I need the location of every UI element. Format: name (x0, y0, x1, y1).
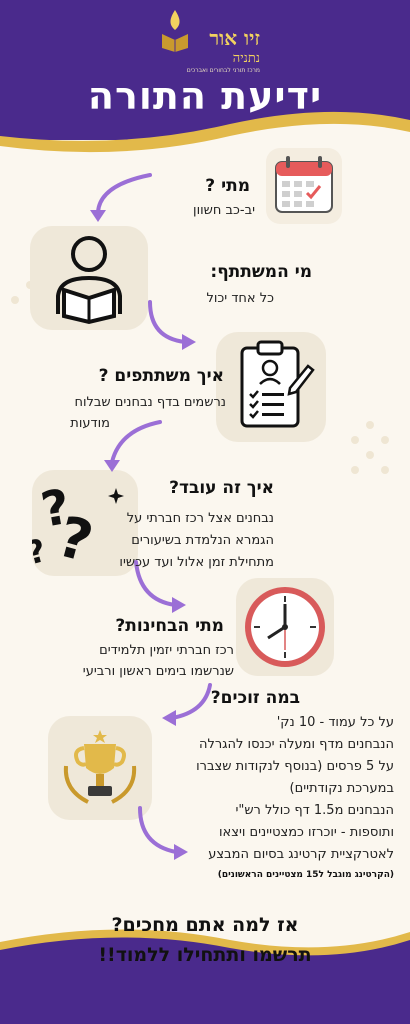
section-when-heading: מתי ? (205, 176, 250, 196)
section-exam-time-line-1: רכז חברתי יזמין תלמידים (99, 643, 234, 658)
section-prizes-line-6: ותוספות - יוכרזו כמצטיינים ויצאו (219, 825, 394, 840)
section-who-heading: מי המשתתף: (210, 262, 312, 282)
person-reading-icon (56, 236, 122, 325)
footer-background (0, 929, 410, 1024)
clipboard-icon (240, 340, 315, 428)
clipboard-card (216, 332, 326, 442)
arrow-6 (138, 806, 178, 854)
section-prizes-heading: במה זוכים? (210, 688, 300, 708)
section-prizes-line-4: במערכת נקודתיים) (289, 781, 395, 796)
section-how-join-heading: איך משתתפים ? (98, 366, 224, 386)
section-how-works-line-1: נבחנים אצל רכז חברתי על (126, 511, 274, 526)
section-prizes-line-1: על כל עמוד - 10 נק' (276, 715, 394, 730)
arrow-4 (134, 560, 177, 607)
reader-card (30, 226, 148, 330)
page-title: ידיעת התורה (87, 74, 323, 118)
connector-arrows (90, 173, 212, 860)
arrow-5 (170, 683, 212, 720)
cta-line-1: אז למה אתם מחכים? (111, 914, 299, 936)
calendar-icon (275, 156, 333, 213)
arrow-3 (110, 420, 162, 464)
section-how-works-line-2: הגמרא הנלמדת בשיעורים (131, 533, 274, 548)
section-prizes-line-5: הנבחנים מ1.5 דף כולל רש"י (235, 803, 394, 818)
section-how-works-heading: איך זה עובד? (169, 478, 274, 498)
clock-icon (245, 587, 325, 667)
section-how-join-line-1: נרשמים בדף נבחנים שבלוח (74, 395, 226, 410)
section-how-works-line-3: מתחילת זמן אלול ועד עכשיו (119, 555, 274, 570)
calendar-card (266, 148, 342, 224)
logo-name: זיו אור (209, 26, 260, 50)
section-prizes-line-2: הנבחנים מדף ומעלה יכנסו להגרלה (198, 737, 394, 752)
section-prizes-line-3: על 5 פרסים (בנוסף לנקודות שצברו (196, 759, 394, 774)
arrow-1 (96, 173, 152, 214)
logo: זיו אור נתניה מרכז תורני לבחורים ואברכים (160, 4, 260, 76)
section-exam-time-line-2: שנרשמו בימים ראשון ורביעי (82, 664, 234, 679)
section-how-join-line-2: מודעות (70, 416, 110, 431)
trophy-card (48, 716, 152, 820)
logo-tagline: מרכז תורני לבחורים ואברכים (186, 67, 260, 74)
trophy-icon (63, 730, 137, 804)
section-prizes-line-7: לאטרקציית קרטינג בסיום המבצע (208, 847, 394, 862)
arrow-2 (148, 300, 187, 344)
flame-book-icon (162, 10, 188, 52)
section-who-line: כל אחד יכול (206, 291, 274, 306)
clock-card (236, 578, 334, 676)
karting-note: (הקרטינג מוגבל ל15 מצטיינים הראשונים) (217, 870, 394, 880)
section-exam-time-heading: מתי הבחינות? (115, 616, 224, 636)
section-when-line: יב-כב חשוון (193, 203, 255, 218)
logo-sub: נתניה (232, 51, 260, 66)
cta-line-2: תרשמו ותתחילו ללמוד!! (98, 944, 312, 966)
